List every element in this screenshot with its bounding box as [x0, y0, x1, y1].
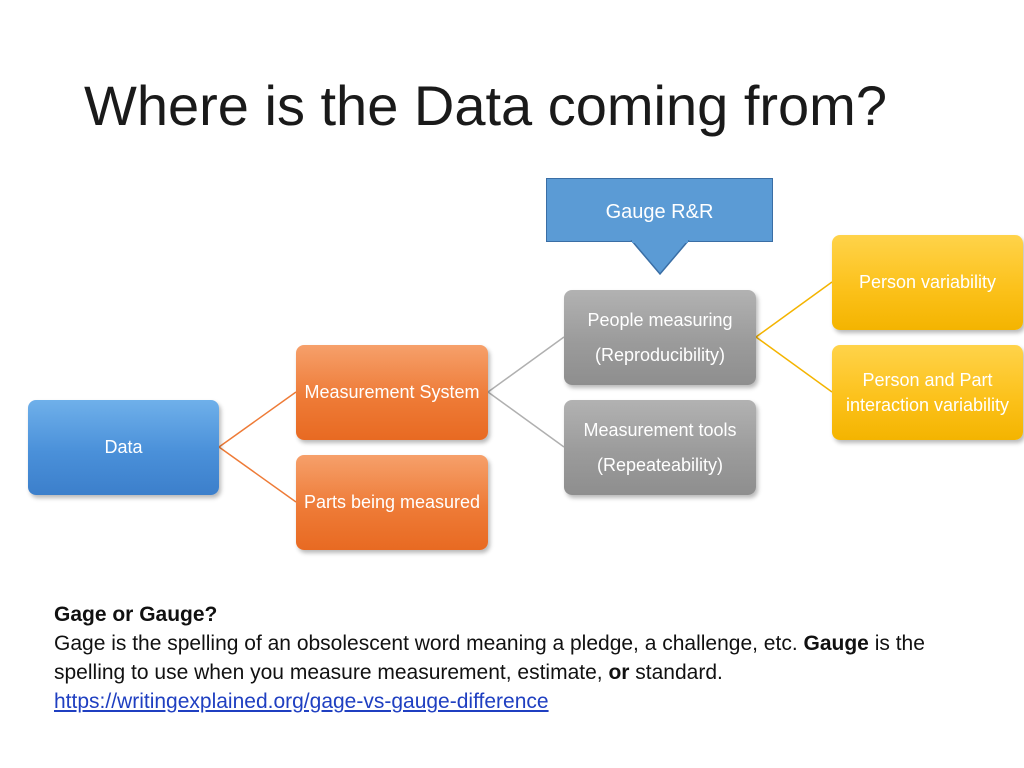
node-parts-being-measured: Parts being measured	[296, 455, 488, 550]
gage-gauge-note: Gage or Gauge? Gage is the spelling of a…	[54, 600, 994, 716]
node-measurement-system: Measurement System	[296, 345, 488, 440]
connector-system-to-people	[487, 336, 565, 393]
note-body: Gage is the spelling of an obsolescent w…	[54, 632, 925, 684]
connector-people-to-interaction	[755, 336, 833, 393]
connector-data-to-measurement-system	[218, 391, 297, 448]
gauge-rr-callout: Gauge R&R	[546, 178, 773, 242]
page-title: Where is the Data coming from?	[84, 74, 887, 137]
node-data: Data	[28, 400, 219, 495]
node-person-variability: Person variability	[832, 235, 1023, 330]
connector-people-to-person-variability	[755, 281, 833, 338]
source-link[interactable]: https://writingexplained.org/gage-vs-gau…	[54, 690, 549, 713]
connector-data-to-parts	[218, 446, 297, 503]
node-measurement-tools: Measurement tools (Repeateability)	[564, 400, 756, 495]
node-people-measuring: People measuring (Reproducibility)	[564, 290, 756, 385]
connector-system-to-tools	[487, 391, 565, 448]
down-arrow-icon	[630, 240, 690, 276]
gauge-rr-label: Gauge R&R	[605, 201, 714, 223]
note-heading: Gage or Gauge?	[54, 603, 218, 626]
node-person-part-interaction: Person and Part interaction variability	[832, 345, 1023, 440]
